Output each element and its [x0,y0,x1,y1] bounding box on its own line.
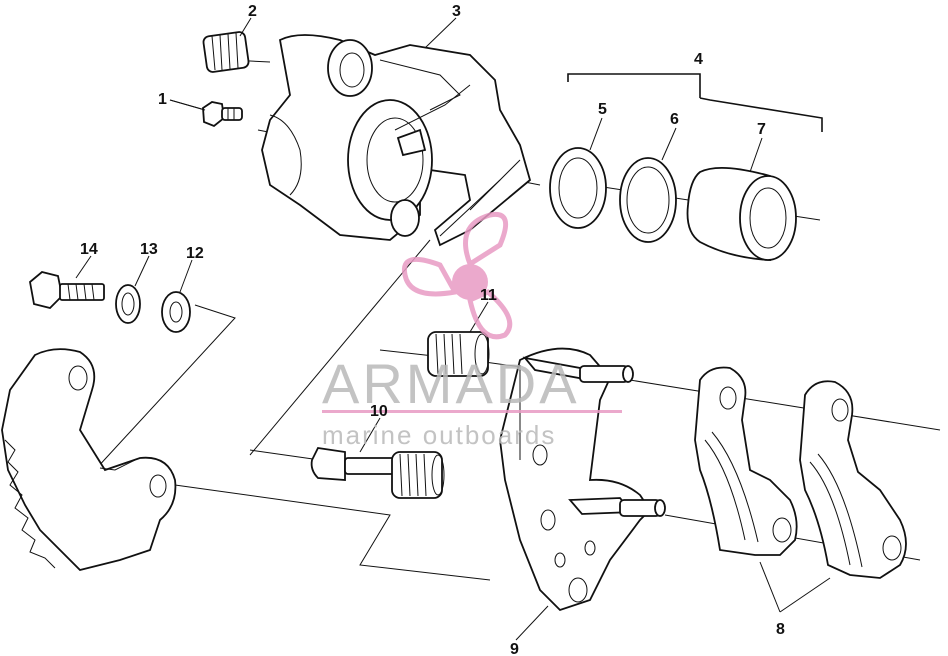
slide-pin [310,447,445,499]
watermark-tagline: marine outboards [322,420,556,450]
callout-9: 9 [510,641,519,656]
part-group-bracket [567,73,823,132]
pin-boot [427,331,490,377]
caliper-body [261,34,532,247]
leader-lines [75,17,831,641]
callout-4: 4 [694,51,703,68]
callout-3: 3 [452,3,461,20]
callout-13: 13 [140,241,158,258]
lock-washer [115,284,141,324]
piston [686,166,797,261]
callout-10: 10 [370,403,388,420]
callout-7: 7 [757,121,766,138]
callout-1: 1 [158,91,167,108]
callout-8: 8 [776,621,785,638]
callout-2: 2 [248,3,257,20]
brake-pad-outer [799,380,907,579]
seal-ring-5 [549,147,607,229]
mounting-bolt [29,271,105,309]
bleeder-screw [202,31,250,73]
seal-ring-6 [619,157,677,243]
support-bracket [499,347,666,612]
brake-pad-inner [694,366,798,556]
watermark: ARMADA marine outboards [322,211,622,450]
watermark-brand: ARMADA [322,352,580,415]
callout-labels: 1 2 3 4 5 6 7 8 9 10 11 12 13 14 [80,3,785,656]
callout-12: 12 [186,245,204,262]
callout-11: 11 [480,287,497,304]
fitting [202,101,243,128]
callout-14: 14 [80,241,98,258]
mounting-bracket [1,348,177,571]
callout-5: 5 [598,101,607,118]
flat-washer [161,291,191,333]
propeller-logo [401,211,513,340]
callout-6: 6 [670,111,679,128]
